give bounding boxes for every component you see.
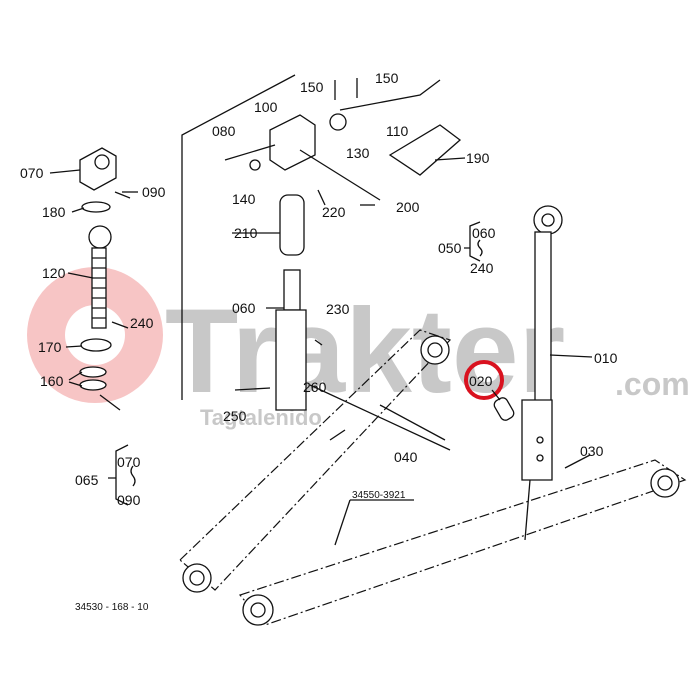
label-100[interactable]: 100 [254,99,278,115]
label-140[interactable]: 140 [232,191,256,207]
label-130[interactable]: 130 [346,145,370,161]
drawing-number: 34530 - 168 - 10 [75,602,149,613]
label-250[interactable]: 250 [223,408,247,424]
label-210[interactable]: 210 [234,225,258,241]
label-040[interactable]: 040 [394,449,418,465]
group-label-060[interactable]: 060 [472,225,496,241]
lift-link-part-number[interactable]: 34550-3921 [352,490,406,501]
top-link-assembly [79,74,462,411]
part-labels: 070 090 180 120 240 170 160 080 100 150 … [20,70,618,613]
bracket-050 [464,221,481,262]
label-220[interactable]: 220 [322,204,346,220]
label-150-b[interactable]: 150 [375,70,399,86]
group-label-050[interactable]: 050 [438,240,462,256]
label-110[interactable]: 110 [386,123,409,139]
leader-lines [49,157,593,546]
label-080[interactable]: 080 [212,123,236,139]
label-090[interactable]: 090 [142,184,166,200]
highlight-ring [464,360,504,400]
label-180[interactable]: 180 [42,204,66,220]
label-030[interactable]: 030 [580,443,604,459]
label-230[interactable]: 230 [326,301,350,317]
label-170[interactable]: 170 [38,339,62,355]
group-label-065[interactable]: 065 [75,472,99,488]
label-260[interactable]: 260 [303,379,327,395]
group-label-070[interactable]: 070 [117,454,141,470]
label-200[interactable]: 200 [396,199,420,215]
label-010[interactable]: 010 [594,350,618,366]
group-label-240[interactable]: 240 [470,260,494,276]
label-020[interactable]: 020 [469,373,493,389]
group-label-090[interactable]: 090 [117,492,141,508]
label-190[interactable]: 190 [466,150,490,166]
bracket-065 [108,444,129,506]
watermark: Trakter .com Tagtalenido [27,267,690,430]
lower-link-arms [179,205,687,626]
label-120[interactable]: 120 [42,265,66,281]
watermark-suffix: .com [615,366,690,402]
label-070[interactable]: 070 [20,165,44,181]
watermark-brand: Trakter [165,284,565,418]
label-240[interactable]: 240 [130,315,154,331]
label-060[interactable]: 060 [232,300,256,316]
label-150-a[interactable]: 150 [300,79,324,95]
label-160[interactable]: 160 [40,373,64,389]
